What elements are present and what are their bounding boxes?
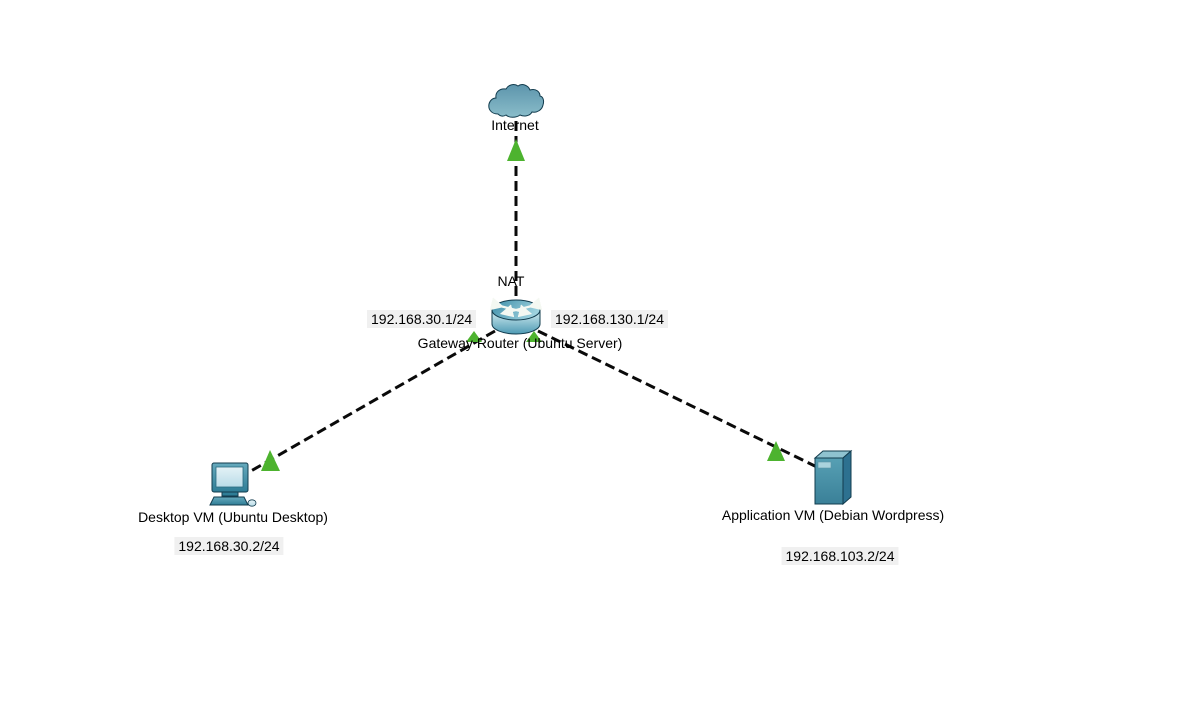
application-vm-label: Application VM (Debian Wordpress)	[721, 507, 945, 523]
router-arrows	[489, 297, 543, 318]
status-up-arrow-server	[767, 441, 785, 461]
router-name-label: Gateway Router (Ubuntu Server)	[417, 335, 623, 351]
status-up-arrow-desktop	[261, 450, 280, 471]
router-icon[interactable]	[489, 297, 543, 335]
router-nat-label: NAT	[497, 273, 525, 289]
status-up-arrow-internet	[507, 139, 525, 161]
desktop-icon[interactable]	[209, 462, 257, 507]
mouse	[247, 499, 257, 507]
keyboard	[209, 496, 249, 506]
desktop-vm-label: Desktop VM (Ubuntu Desktop)	[138, 509, 328, 525]
internet-label: Internet	[491, 117, 539, 133]
server-icon[interactable]	[813, 449, 853, 506]
server-drive-bay	[817, 461, 832, 469]
status-up-port-right	[526, 331, 542, 342]
monitor-stand	[221, 491, 239, 497]
monitor-screen	[215, 466, 244, 488]
application-vm-ip-note: 192.168.103.2/24	[781, 547, 899, 565]
cloud-icon[interactable]	[488, 84, 545, 118]
link-router-server[interactable]	[537, 329, 820, 470]
server-side	[842, 449, 852, 506]
router-ip-right-note: 192.168.130.1/24	[551, 310, 668, 328]
status-up-port-left	[466, 331, 482, 342]
link-router-desktop[interactable]	[250, 329, 496, 473]
router-ip-left-note: 192.168.30.1/24	[367, 310, 477, 328]
desktop-vm-ip-note: 192.168.30.2/24	[174, 537, 284, 555]
